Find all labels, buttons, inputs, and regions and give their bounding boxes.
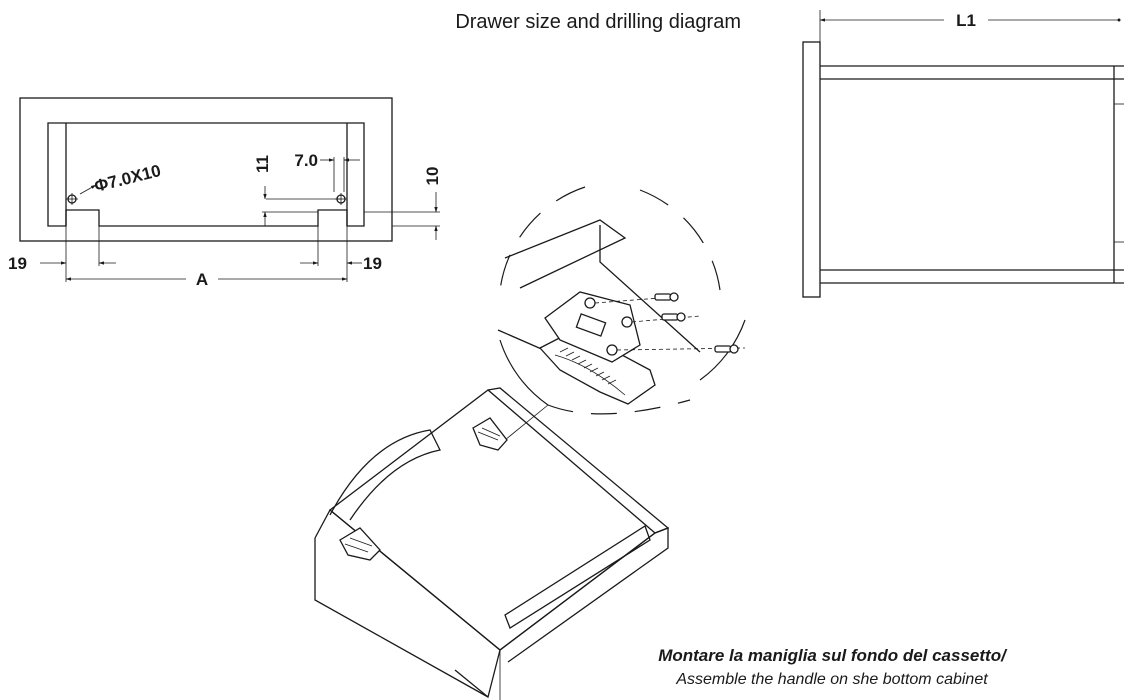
detail-circle-top [639, 189, 721, 291]
detail-circle-bottom [547, 399, 691, 415]
drawer-side-edge [499, 527, 669, 663]
hole-leader-line [79, 184, 97, 195]
drawer-bracket-back-detail [477, 427, 501, 441]
caption-line-1: Montare la maniglia sul fondo del casset… [658, 646, 1008, 665]
screw-icon [661, 312, 686, 322]
side-view: L1 [802, 10, 1124, 298]
diagram-title: Drawer size and drilling diagram [455, 11, 741, 33]
dim-10-label: 10 [423, 167, 442, 186]
dim-7-label: 7.0 [294, 151, 318, 170]
screw-icon [654, 292, 679, 302]
drawer-inner-profile [47, 122, 365, 227]
drawer-rail [504, 525, 651, 629]
screw-guide-1 [594, 297, 661, 304]
detail-grip-ridges [559, 347, 617, 385]
detail-grip-line [554, 354, 626, 396]
detail-circle-left [499, 186, 586, 291]
drawer-handle-curve [329, 429, 441, 521]
detail-spring [575, 313, 607, 337]
isometric-drawer [314, 387, 670, 700]
dim-19-left-label: 19 [8, 254, 27, 273]
front-drilling-view: Φ7.0X10 7.0 11 10 19 19 A [8, 97, 442, 289]
detail-side-board [504, 219, 627, 289]
detail-circle-right [699, 319, 746, 381]
dim-l1-label: L1 [956, 11, 976, 30]
drawer-front-face [314, 538, 489, 698]
screw-guide-2 [631, 315, 701, 323]
caption-line-2: Assemble the handle on she bottom cabine… [675, 671, 988, 688]
hole-callout-label: Φ7.0X10 [92, 161, 162, 196]
detail-view [497, 186, 746, 441]
drawer-back-edge [487, 387, 670, 534]
drawer-bracket-front-detail [344, 537, 373, 553]
detail-circle-lower-left [499, 339, 549, 406]
dim-a-label: A [196, 270, 208, 289]
dim-11-label: 11 [253, 155, 272, 173]
side-front-panel [802, 41, 821, 298]
dim-l1-dot [1117, 18, 1121, 22]
drawer-front-outline [19, 97, 393, 242]
drawer-bracket-back [472, 417, 508, 451]
dim-19-right-label: 19 [363, 254, 382, 273]
screw-icon [714, 344, 739, 354]
drawer-bracket-front [339, 527, 381, 561]
detail-back-edge [599, 225, 701, 353]
left-hole-icon [66, 193, 78, 205]
